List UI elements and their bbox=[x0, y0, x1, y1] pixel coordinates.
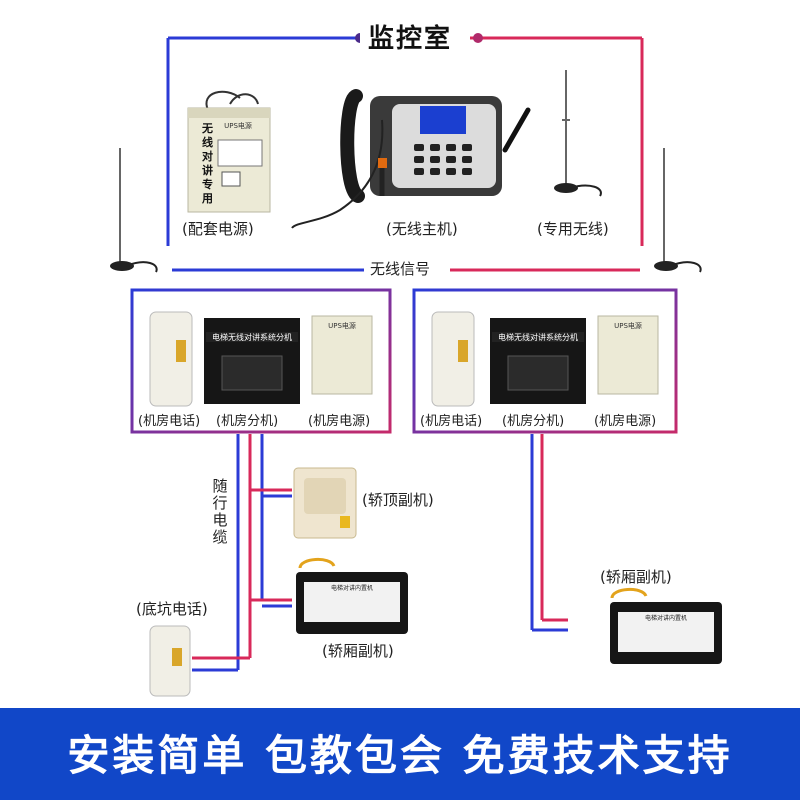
label-car-top-unit: (轿顶副机) bbox=[362, 491, 434, 509]
label-machine-room-phone-right: (机房电话) bbox=[420, 414, 483, 429]
label-ups-power: (配套电源) bbox=[182, 220, 254, 238]
wiring-right bbox=[530, 434, 568, 632]
machine-room-extension-right: 电梯无线对讲系统分机 bbox=[490, 318, 586, 404]
label-wireless-host: (无线主机) bbox=[386, 220, 458, 238]
car-unit-left: 电梯对讲内置机 bbox=[296, 558, 408, 634]
right-antenna bbox=[654, 148, 702, 273]
label-machine-room-extension-left: (机房分机) bbox=[216, 414, 279, 429]
svg-text:线: 线 bbox=[202, 135, 213, 149]
wireless-signal-label: 无线信号 bbox=[364, 258, 437, 279]
label-pit-phone: (底坑电话) bbox=[136, 600, 208, 618]
svg-text:对: 对 bbox=[202, 149, 213, 163]
svg-text:UPS电源: UPS电源 bbox=[614, 321, 642, 330]
label-machine-room-extension-right: (机房分机) bbox=[502, 414, 565, 429]
pit-phone bbox=[149, 625, 191, 697]
machine-room-power-left: UPS电源 bbox=[311, 315, 373, 395]
page-title: 监控室 bbox=[360, 18, 461, 55]
svg-text:UPS电源: UPS电源 bbox=[328, 321, 356, 330]
svg-text:UPS电源: UPS电源 bbox=[224, 121, 252, 130]
svg-text:电梯无线对讲系统分机: 电梯无线对讲系统分机 bbox=[212, 332, 292, 342]
label-machine-room-power-right: (机房电源) bbox=[594, 414, 657, 429]
control-room-antenna bbox=[554, 70, 602, 197]
wireless-host bbox=[291, 89, 531, 229]
svg-text:电梯对讲内置机: 电梯对讲内置机 bbox=[645, 614, 687, 622]
svg-text:讲: 讲 bbox=[202, 163, 213, 177]
left-antenna bbox=[110, 148, 158, 273]
footer-banner-text: 安装简单 包教包会 免费技术支持 bbox=[67, 731, 733, 780]
control-room-frame bbox=[166, 33, 644, 248]
label-car-unit-left: (轿厢副机) bbox=[322, 642, 394, 660]
label-dedicated-antenna: (专用无线) bbox=[537, 220, 609, 238]
car-top-unit bbox=[293, 467, 357, 539]
machine-room-box-left bbox=[130, 288, 392, 434]
machine-room-box-right bbox=[412, 288, 678, 434]
svg-text:专: 专 bbox=[202, 177, 213, 191]
svg-text:用: 用 bbox=[202, 192, 213, 205]
machine-room-phone-left bbox=[149, 311, 193, 407]
label-machine-room-power-left: (机房电源) bbox=[308, 414, 371, 429]
machine-room-power-right: UPS电源 bbox=[597, 315, 659, 395]
travel-cable-label: 随行电缆 bbox=[212, 477, 228, 546]
machine-room-extension-left: 电梯无线对讲系统分机 bbox=[204, 318, 300, 404]
ups-power-supply: UPS电源 无线对 讲专用 bbox=[187, 90, 271, 213]
label-car-unit-right: (轿厢副机) bbox=[600, 568, 672, 586]
car-unit-right: 电梯对讲内置机 bbox=[610, 588, 722, 664]
machine-room-phone-right bbox=[431, 311, 475, 407]
footer-banner bbox=[0, 708, 800, 800]
wiring-left bbox=[192, 434, 292, 672]
svg-text:无: 无 bbox=[201, 122, 213, 135]
svg-text:电梯无线对讲系统分机: 电梯无线对讲系统分机 bbox=[498, 332, 578, 342]
svg-text:电梯对讲内置机: 电梯对讲内置机 bbox=[331, 584, 373, 592]
label-machine-room-phone-left: (机房电话) bbox=[138, 414, 201, 429]
